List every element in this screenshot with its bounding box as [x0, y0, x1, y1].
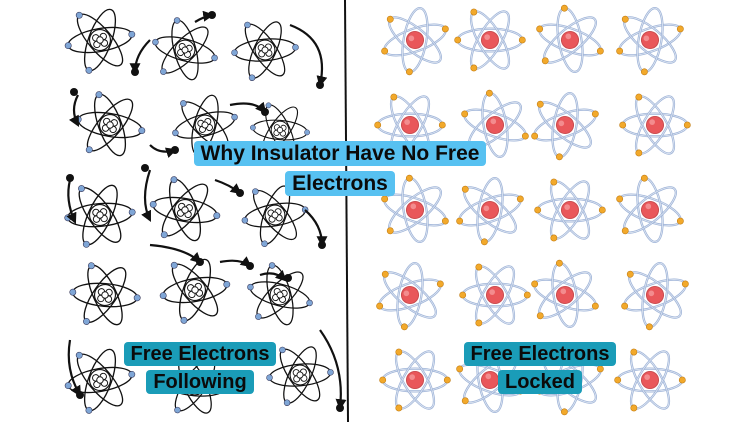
panel-divider — [344, 0, 349, 422]
left-label-line-1: Free Electrons — [123, 342, 277, 366]
title-line-2: Electrons — [285, 170, 395, 196]
curved-arrow-icon — [129, 39, 151, 75]
curved-arrow-icon — [67, 339, 82, 397]
atom-icon-outline — [152, 17, 218, 81]
atom-icon-color — [381, 6, 449, 76]
atom-icon-outline — [64, 348, 136, 414]
atom-icon-color — [454, 8, 526, 72]
curved-arrow-icon — [66, 179, 77, 225]
curved-arrow-icon — [69, 94, 80, 127]
right-label-line-2: Locked — [497, 370, 583, 395]
atom-icon-color — [459, 263, 531, 327]
free-electron-dot — [246, 262, 254, 270]
free-electron-dot — [284, 274, 292, 282]
atom-icon-outline — [250, 102, 310, 156]
left-atom-grid — [64, 8, 334, 414]
atom-icon-color — [616, 174, 684, 244]
atom-icon-outline — [231, 21, 299, 81]
free-electron-dot — [76, 391, 84, 399]
atom-icon-outline — [74, 91, 146, 157]
free-electron-dot — [261, 108, 269, 116]
atom-icon-color — [531, 259, 599, 329]
curved-arrow-icon — [229, 101, 267, 114]
atom-icon-color — [616, 6, 684, 76]
atom-icon-color — [376, 261, 444, 331]
atom-icon-outline — [64, 184, 136, 248]
title-label: Why Insulator Have No Free Electrons — [150, 139, 530, 199]
left-label-line-2: Following — [146, 370, 254, 395]
atom-icon-outline — [241, 185, 309, 247]
atom-icon-outline — [64, 8, 136, 74]
curved-arrow-icon — [289, 23, 328, 88]
atom-icon-color — [456, 176, 524, 246]
curved-arrow-icon — [141, 169, 152, 222]
atom-icon-outline — [247, 262, 313, 326]
title-line-1: Why Insulator Have No Free — [193, 141, 487, 166]
free-electron-dot — [318, 241, 326, 249]
free-electron-dot — [208, 11, 216, 19]
free-electron-dot — [141, 164, 149, 172]
free-electron-arrows — [66, 10, 347, 412]
free-electron-dot — [336, 404, 344, 412]
atom-icon-outline — [266, 346, 334, 406]
atom-icon-outline — [69, 262, 141, 326]
free-electrons-locked-label: Free Electrons Locked — [420, 340, 660, 397]
free-electron-dot — [316, 81, 324, 89]
curved-arrow-icon — [149, 243, 202, 264]
atom-icon-color — [379, 348, 451, 412]
free-electron-dot — [196, 258, 204, 266]
free-electron-dot — [70, 88, 78, 96]
atom-icon-color — [614, 348, 686, 412]
atom-icon-color — [531, 91, 599, 161]
free-electron-dot — [171, 146, 179, 154]
atom-icon-color — [621, 261, 689, 331]
atom-icon-color — [461, 89, 529, 159]
atom-icon-color — [536, 4, 604, 74]
free-electrons-following-label: Free Electrons Following — [80, 340, 320, 397]
free-electron-dot — [66, 174, 74, 182]
curved-arrow-icon — [319, 329, 347, 411]
atom-icon-color — [381, 174, 449, 244]
curved-arrow-icon — [259, 269, 287, 282]
curved-arrow-icon — [304, 209, 328, 248]
right-label-line-1: Free Electrons — [463, 342, 617, 366]
free-electron-dot — [236, 189, 244, 197]
free-electron-dot — [131, 68, 139, 76]
atom-icon-color — [534, 178, 606, 242]
atom-icon-color — [619, 93, 691, 157]
atom-icon-outline — [159, 258, 231, 324]
atom-icon-outline — [149, 176, 221, 242]
curved-arrow-icon — [219, 256, 252, 268]
